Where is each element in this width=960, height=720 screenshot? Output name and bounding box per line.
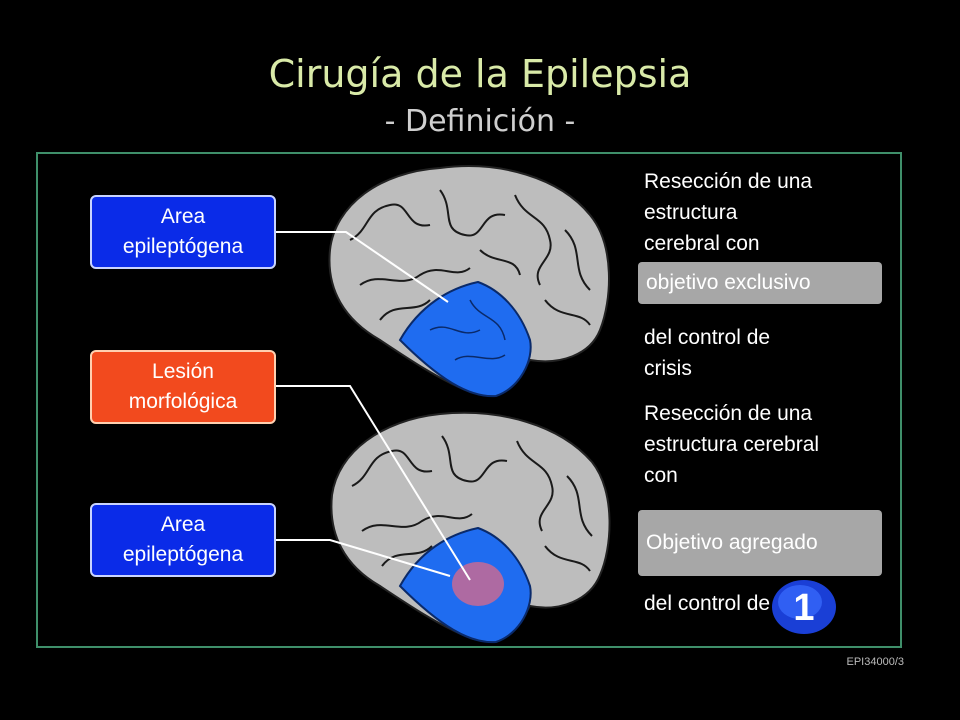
def2-line3: con — [644, 464, 678, 487]
area-top-line2: epileptógena — [122, 235, 244, 258]
lesion-morfologica-label: Lesión morfológica — [90, 350, 276, 424]
definition-1-after: del control de crisis — [644, 322, 770, 384]
lesion-line1: Lesión — [152, 360, 214, 383]
lesion-marker — [452, 562, 504, 606]
def2-highlight: Objetivo agregado — [638, 510, 882, 576]
def1-after-line2: crisis — [644, 357, 692, 380]
definition-2-text: Resección de una estructura cerebral con — [644, 398, 819, 491]
content-frame — [36, 152, 902, 648]
def2-line1: Resección de una — [644, 402, 813, 425]
def1-line2: estructura — [644, 201, 738, 224]
channel-1-logo: 1 — [772, 580, 836, 634]
def1-after-line1: del control de — [644, 326, 771, 349]
definition-1-text: Resección de una estructura cerebral con — [644, 166, 812, 259]
def2-line2: estructura cerebral — [644, 433, 820, 456]
slide-title: Cirugía de la Epilepsia — [268, 52, 692, 96]
area-epileptogena-bottom-label: Area epileptógena — [90, 503, 276, 577]
slide-code: EPI34000/3 — [846, 656, 905, 668]
connector-lines — [276, 231, 471, 581]
def1-line3: cerebral con — [644, 232, 760, 255]
lesion-line2: morfológica — [128, 390, 238, 413]
area-epileptogena-top-label: Area epileptógena — [90, 195, 276, 269]
area-bottom-line2: epileptógena — [122, 543, 244, 566]
area-top-line1: Area — [160, 205, 206, 228]
channel-logo-number: 1 — [793, 587, 814, 629]
brain-bottom — [330, 411, 611, 644]
brain-top — [328, 165, 610, 398]
area-bottom-line1: Area — [160, 513, 206, 536]
slide-subtitle: - Definición - — [384, 104, 576, 139]
def1-highlight: objetivo exclusivo — [638, 262, 882, 304]
def1-line1: Resección de una — [644, 170, 813, 193]
